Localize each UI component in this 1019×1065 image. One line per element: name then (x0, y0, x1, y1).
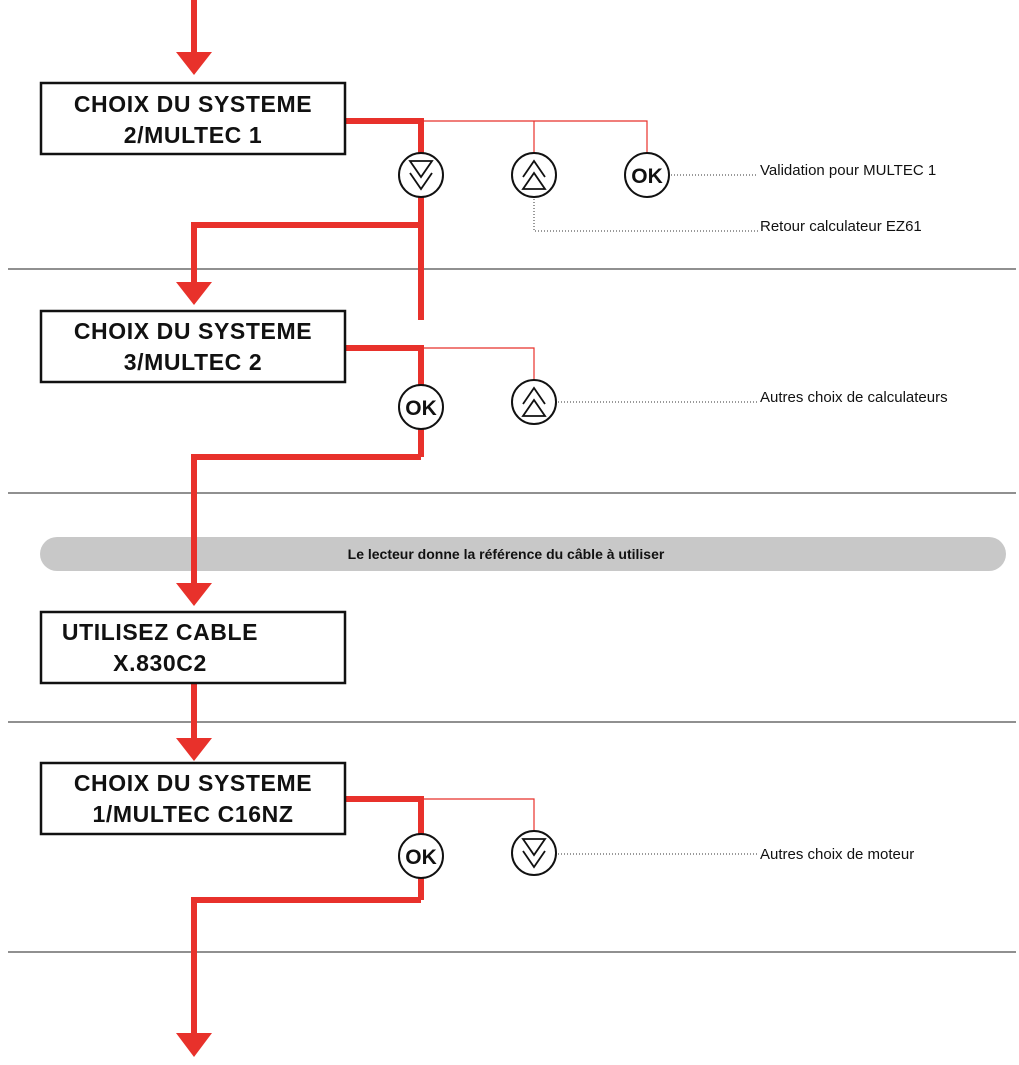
display-step-4: CHOIX DU SYSTEME 1/MULTEC C16NZ (39, 761, 347, 836)
display-line-2: 3/MULTEC 2 (124, 349, 262, 375)
ok-key-button[interactable]: OK (398, 384, 444, 430)
note-autres-moteur: Autres choix de moteur (760, 846, 914, 863)
branch-connector (421, 798, 535, 831)
flow-arrowhead (176, 282, 212, 305)
ok-key-button[interactable]: OK (624, 152, 670, 198)
flow-arrowhead (176, 738, 212, 761)
note-retour-ez61: Retour calculateur EZ61 (760, 218, 922, 235)
branch-connector (421, 120, 648, 155)
display-step-3: UTILISEZ CABLE X.830C2 (39, 610, 347, 685)
double-up-arrow-icon (521, 386, 547, 417)
display-step-2: CHOIX DU SYSTEME 3/MULTEC 2 (39, 309, 347, 384)
ok-key-label: OK (631, 165, 663, 188)
display-line-1: CHOIX DU SYSTEME (74, 770, 312, 796)
display-line-1: CHOIX DU SYSTEME (74, 91, 312, 117)
down-key-button[interactable] (511, 830, 557, 876)
double-down-arrow-icon (408, 160, 434, 191)
up-key-button[interactable] (511, 152, 557, 198)
note-validation-multec1: Validation pour MULTEC 1 (760, 162, 936, 179)
flow-arrowhead (176, 52, 212, 75)
info-banner (40, 537, 1006, 571)
leader-line (533, 199, 758, 232)
note-autres-calculateurs: Autres choix de calculateurs (760, 389, 948, 406)
ok-key-button[interactable]: OK (398, 833, 444, 879)
flow-arrowhead (176, 1033, 212, 1057)
display-line-1: UTILISEZ CABLE (62, 619, 258, 645)
branch-connector (421, 347, 535, 381)
display-line-2: 1/MULTEC C16NZ (93, 801, 294, 827)
double-up-arrow-icon (521, 159, 547, 190)
ok-key-label: OK (405, 397, 437, 420)
display-line-2: 2/MULTEC 1 (124, 122, 262, 148)
double-down-arrow-icon (521, 838, 547, 869)
display-line-1: CHOIX DU SYSTEME (74, 318, 312, 344)
flow-arrowhead (176, 583, 212, 606)
ok-key-label: OK (405, 846, 437, 869)
down-key-button[interactable] (398, 152, 444, 198)
display-line-2: X.830C2 (113, 650, 207, 676)
info-banner-text: Le lecteur donne la référence du câble à… (348, 546, 665, 562)
display-step-1: CHOIX DU SYSTEME 2/MULTEC 1 (39, 81, 347, 156)
up-key-button[interactable] (511, 379, 557, 425)
